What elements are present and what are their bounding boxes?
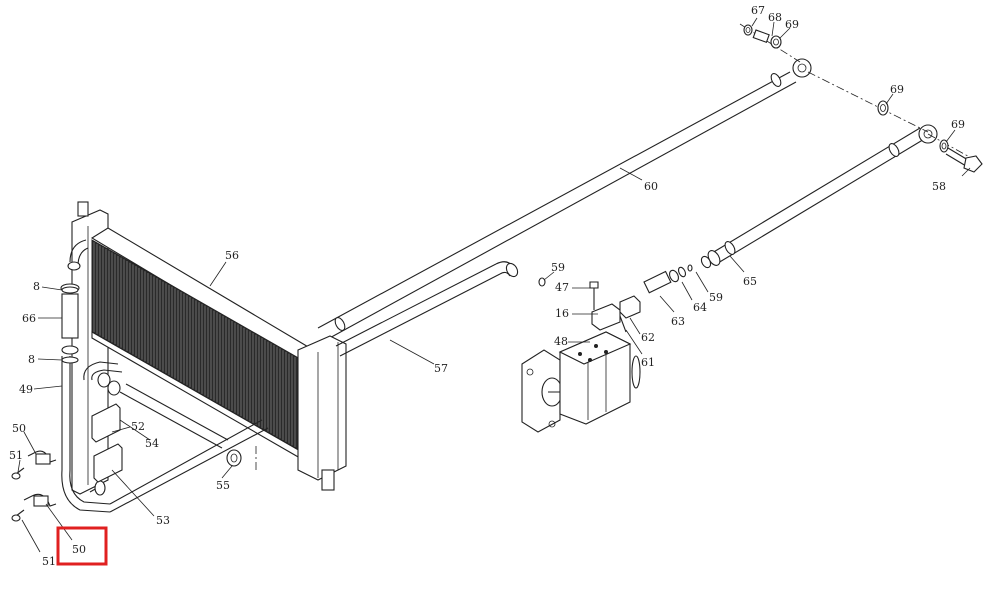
- screw-51: [11, 467, 25, 522]
- callout-55: 55: [216, 479, 230, 492]
- callout-8: 8: [28, 353, 35, 366]
- leader-lines: [17, 17, 971, 553]
- hose-53: [89, 419, 269, 513]
- callout-59: 59: [709, 291, 723, 304]
- callout-labels: 67 68 69 69 69 58 60 56 59 47 59 16 62 6…: [9, 4, 965, 568]
- callout-67: 67: [751, 4, 765, 17]
- callout-53: 53: [156, 514, 170, 527]
- callout-50: 50: [72, 543, 86, 556]
- callout-62: 62: [641, 331, 655, 344]
- callout-69: 69: [890, 83, 904, 96]
- callout-63: 63: [671, 315, 685, 328]
- centerline: [927, 133, 976, 161]
- callout-57: 57: [434, 362, 448, 375]
- fittings-cluster: [538, 264, 693, 333]
- callout-48: 48: [554, 335, 568, 348]
- callout-68: 68: [768, 11, 782, 24]
- callout-69: 69: [785, 18, 799, 31]
- washer-69-right: [939, 139, 949, 153]
- washer-8: [61, 356, 79, 364]
- callout-51: 51: [9, 449, 23, 462]
- highlight-box: [56, 526, 108, 566]
- tube-60: [317, 58, 812, 341]
- callout-47: 47: [555, 281, 569, 294]
- callout-69: 69: [951, 118, 965, 131]
- clamp-50: [23, 450, 57, 507]
- callout-65: 65: [743, 275, 757, 288]
- hose-49: [61, 356, 111, 513]
- callout-66: 66: [22, 312, 36, 325]
- washer-8: [61, 286, 79, 294]
- callout-16: 16: [555, 307, 569, 320]
- callout-64: 64: [693, 301, 707, 314]
- bolt-58: [945, 147, 983, 173]
- centerline: [807, 71, 929, 133]
- callout-61: 61: [641, 356, 655, 369]
- callout-59: 59: [551, 261, 565, 274]
- washer-69-mid: [877, 100, 889, 116]
- callout-51: 51: [42, 555, 56, 568]
- hose-54: [83, 361, 229, 449]
- pump-48: [521, 331, 641, 433]
- hose-57: [335, 261, 519, 357]
- callout-60: 60: [644, 180, 658, 193]
- clamp-55: [226, 449, 242, 467]
- fitting-67-68-69: [743, 24, 782, 49]
- callout-54: 54: [145, 437, 159, 450]
- callout-8: 8: [33, 280, 40, 293]
- tube-65: [700, 124, 938, 269]
- callout-50: 50: [12, 422, 26, 435]
- callout-49: 49: [19, 383, 33, 396]
- callout-58: 58: [932, 180, 946, 193]
- callout-52: 52: [131, 420, 145, 433]
- callout-56: 56: [225, 249, 239, 262]
